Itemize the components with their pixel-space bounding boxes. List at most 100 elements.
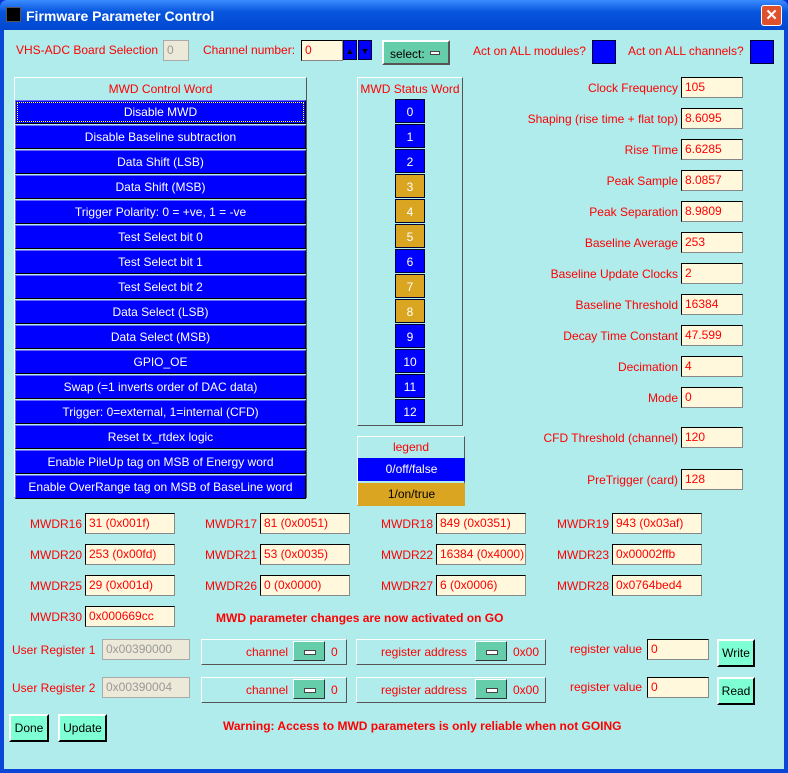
status-bit: 10 [395, 349, 425, 373]
param-label: Peak Sample [606, 174, 678, 188]
user-register-input: 0x00390000 [102, 639, 190, 660]
status-bit: 6 [395, 249, 425, 273]
channel-menu[interactable]: channel 0 [201, 639, 347, 665]
select-menu[interactable]: select: [382, 40, 450, 65]
param-label: Mode [647, 391, 678, 405]
control-bit-button[interactable]: Test Select bit 0 [15, 225, 306, 249]
register-value-input[interactable]: 0 [647, 677, 709, 698]
param-label: Decay Time Constant [563, 329, 678, 343]
decrement-button[interactable]: ▼ [358, 40, 372, 60]
register-input[interactable]: 53 (0x0035) [260, 544, 350, 565]
register-input[interactable]: 31 (0x001f) [85, 513, 175, 534]
control-bit-button[interactable]: Reset tx_rtdex logic [15, 425, 306, 449]
param-input[interactable]: 47.599 [681, 325, 743, 346]
register-input[interactable]: 0 (0x0000) [260, 575, 350, 596]
register-input[interactable]: 0x000669cc [85, 606, 175, 627]
param-input[interactable]: 8.9809 [681, 201, 743, 222]
param-input[interactable]: 8.0857 [681, 170, 743, 191]
control-bit-button[interactable]: Enable PileUp tag on MSB of Energy word [15, 450, 306, 474]
legend-title: legend [392, 440, 430, 454]
control-bit-button[interactable]: Disable MWD [15, 100, 306, 124]
register-input[interactable]: 6 (0x0006) [436, 575, 526, 596]
done-button[interactable]: Done [9, 714, 49, 742]
param-label: Baseline Update Clocks [550, 267, 678, 281]
control-bit-button[interactable]: Data Select (LSB) [15, 300, 306, 324]
control-bit-button[interactable]: Swap (=1 inverts order of DAC data) [15, 375, 306, 399]
register-label: MWDR17 [205, 517, 258, 531]
status-bit: 12 [395, 399, 425, 423]
menu-button-icon[interactable] [293, 641, 325, 661]
register-input[interactable]: 849 (0x0351) [436, 513, 526, 534]
register-input[interactable]: 16384 (0x4000) [436, 544, 526, 565]
control-bit-button[interactable]: Test Select bit 2 [15, 275, 306, 299]
channel-value: 0 [331, 683, 338, 697]
param-label: Shaping (rise time + flat top) [527, 112, 678, 126]
status-bit: 7 [395, 274, 425, 298]
param-input[interactable]: 253 [681, 232, 743, 253]
param-input[interactable]: 0 [681, 387, 743, 408]
register-label: MWDR22 [381, 548, 434, 562]
param-label: PreTrigger (card) [587, 473, 678, 487]
param-input[interactable]: 128 [681, 469, 743, 490]
register-address-menu[interactable]: register address 0x00 [356, 639, 546, 665]
register-value-label: register value [570, 680, 643, 694]
param-input[interactable]: 2 [681, 263, 743, 284]
control-bit-button[interactable]: Data Select (MSB) [15, 325, 306, 349]
param-label: Baseline Average [584, 236, 678, 250]
status-bit: 2 [395, 149, 425, 173]
control-bit-button[interactable]: Disable Baseline subtraction [15, 125, 306, 149]
status-bit: 8 [395, 299, 425, 323]
all-channels-toggle[interactable] [750, 40, 774, 64]
register-label: MWDR30 [30, 610, 83, 624]
read-button[interactable]: Read [717, 677, 755, 705]
control-bit-button[interactable]: GPIO_OE [15, 350, 306, 374]
param-input[interactable]: 120 [681, 427, 743, 448]
register-value-label: register value [570, 642, 643, 656]
control-bit-button[interactable]: Trigger: 0=external, 1=internal (CFD) [15, 400, 306, 424]
address-menu-label: register address [381, 683, 468, 697]
register-input[interactable]: 0x0764bed4 [612, 575, 702, 596]
register-input[interactable]: 81 (0x0051) [260, 513, 350, 534]
board-input[interactable]: 0 [163, 40, 189, 61]
param-input[interactable]: 16384 [681, 294, 743, 315]
channel-menu-label: channel [246, 683, 289, 697]
param-input[interactable]: 105 [681, 77, 743, 98]
control-bit-button[interactable]: Test Select bit 1 [15, 250, 306, 274]
all-modules-label: Act on ALL modules? [473, 44, 586, 58]
control-bit-button[interactable]: Data Shift (LSB) [15, 150, 306, 174]
address-menu-label: register address [381, 645, 468, 659]
title-bar: Firmware Parameter Control ✕ [0, 0, 788, 30]
all-modules-toggle[interactable] [592, 40, 616, 64]
channel-menu[interactable]: channel 0 [201, 677, 347, 703]
menu-button-icon[interactable] [475, 679, 507, 699]
register-address-menu[interactable]: register address 0x00 [356, 677, 546, 703]
close-button[interactable]: ✕ [761, 5, 782, 26]
channel-menu-label: channel [246, 645, 289, 659]
register-label: MWDR19 [557, 517, 610, 531]
register-input[interactable]: 0x00002ffb [612, 544, 702, 565]
param-input[interactable]: 4 [681, 356, 743, 377]
status-bit: 11 [395, 374, 425, 398]
write-button[interactable]: Write [717, 639, 755, 667]
warning-text: Warning: Access to MWD parameters is onl… [223, 719, 622, 733]
client-area: VHS-ADC Board Selection 0 Channel number… [4, 30, 784, 769]
register-input[interactable]: 29 (0x001d) [85, 575, 175, 596]
all-channels-label: Act on ALL channels? [628, 44, 744, 58]
update-button[interactable]: Update [58, 714, 107, 742]
param-input[interactable]: 6.6285 [681, 139, 743, 160]
register-value-input[interactable]: 0 [647, 639, 709, 660]
channel-input[interactable]: 0 [301, 40, 343, 61]
menu-button-icon[interactable] [293, 679, 325, 699]
control-bit-button[interactable]: Enable OverRange tag on MSB of BaseLine … [15, 475, 306, 499]
param-input[interactable]: 8.6095 [681, 108, 743, 129]
param-label: Rise Time [624, 143, 678, 157]
register-input[interactable]: 943 (0x03af) [612, 513, 702, 534]
control-bit-button[interactable]: Trigger Polarity: 0 = +ve, 1 = -ve [15, 200, 306, 224]
control-bit-button[interactable]: Data Shift (MSB) [15, 175, 306, 199]
param-label: CFD Threshold (channel) [543, 431, 678, 445]
channel-label: Channel number: [203, 43, 296, 57]
register-label: MWDR28 [557, 579, 610, 593]
register-input[interactable]: 253 (0x00fd) [85, 544, 175, 565]
menu-button-icon[interactable] [475, 641, 507, 661]
increment-button[interactable]: ▲ [343, 40, 357, 60]
